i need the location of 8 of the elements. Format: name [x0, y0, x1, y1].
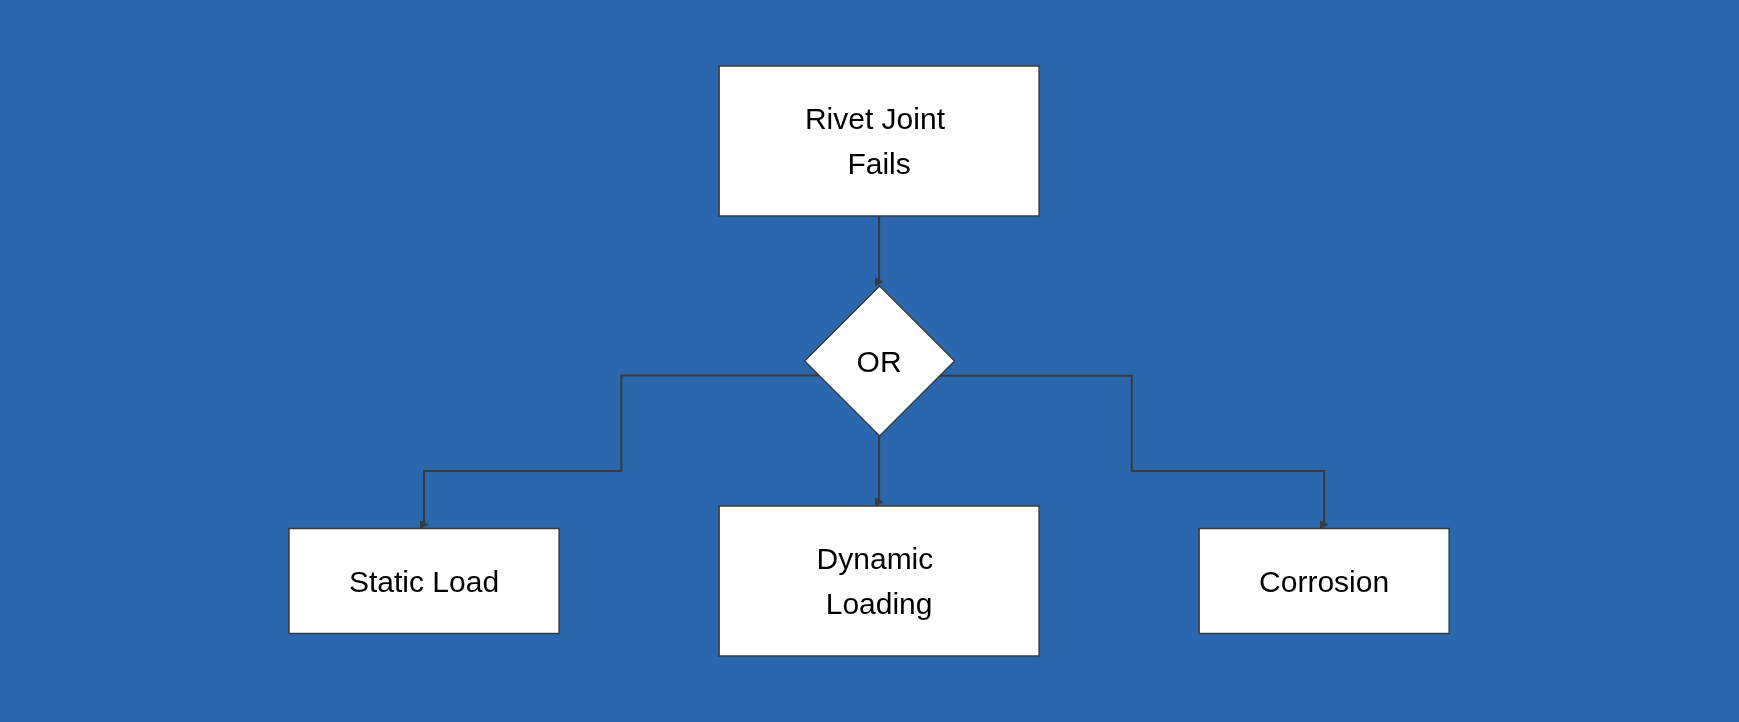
node-box: Dynamic Loading	[718, 505, 1041, 657]
node-box: Rivet Joint Fails	[718, 65, 1041, 217]
node-box: Corrosion	[1198, 527, 1451, 635]
arrow	[420, 374, 821, 529]
arrow	[875, 215, 884, 287]
arrow	[875, 435, 884, 507]
node-diamond: OR	[803, 284, 957, 438]
node-box: Static Load	[288, 527, 561, 635]
